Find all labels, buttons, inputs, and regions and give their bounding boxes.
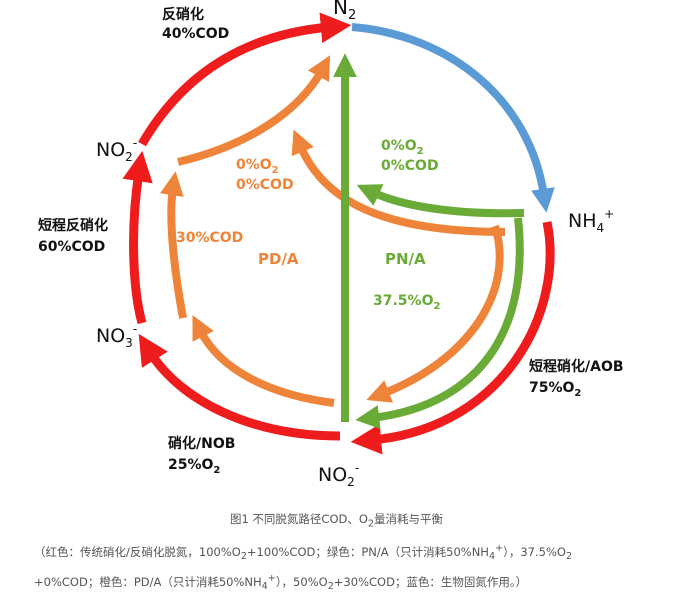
node-nh4: NH4+ <box>568 207 614 235</box>
label-green-o2: 0%O2 <box>381 138 424 157</box>
red-arc-no2-to-n2 <box>138 12 352 147</box>
label-denitrification-cod: 40%COD <box>162 26 229 42</box>
blue-arc-n2-to-nh4 <box>351 23 555 213</box>
label-pda: PD/A <box>258 250 299 268</box>
label-orange-cod: 0%COD <box>236 177 294 193</box>
label-orange-cod30: 30%COD <box>176 230 243 246</box>
label-green-cod: 0%COD <box>381 158 439 174</box>
node-no2-left: NO2- <box>96 136 137 164</box>
node-no2-bottom: NO2- <box>318 461 359 489</box>
node-no3: NO3- <box>96 322 137 350</box>
orange-path-no2-to-no3 <box>192 314 335 407</box>
orange-path-anammox <box>291 129 506 236</box>
label-short-nitrification-o2: 75%O2 <box>529 380 581 399</box>
red-arc-no2-to-no3 <box>138 333 341 441</box>
nitrogen-cycle-diagram: N2 NH4+ NO2- NO3- NO2- 反硝化 40%COD 短程反硝化 … <box>38 0 624 489</box>
label-pna-o2: 37.5%O2 <box>373 293 440 312</box>
red-arc-no3-to-no2 <box>122 150 153 325</box>
node-n2: N2 <box>333 0 356 23</box>
label-orange-o2: 0%O2 <box>236 157 279 176</box>
label-nitrification-o2: 25%O2 <box>168 457 220 476</box>
green-path-nh4-to-center <box>356 184 525 218</box>
figure-caption-line-2: （红色：传统硝化/反硝化脱氮，100%O2+100%COD；绿色：PN/A（只计… <box>34 543 573 563</box>
figure-caption-title: 图1 不同脱氮路径COD、O2量消耗与平衡 <box>229 512 444 530</box>
label-denitrification: 反硝化 <box>162 6 204 23</box>
label-nitrification-nob: 硝化/NOB <box>168 435 235 452</box>
label-short-denitrification: 短程反硝化 <box>38 217 108 234</box>
green-path-nh4-to-no2 <box>355 217 524 430</box>
label-short-denitrification-cod: 60%COD <box>38 239 105 255</box>
red-arc-nh4-to-no2 <box>350 221 555 455</box>
orange-path-no3-to-no2 <box>160 171 187 319</box>
label-pna: PN/A <box>385 250 426 268</box>
figure-caption-line-3: +0%COD；橙色：PD/A（只计消耗50%NH4+），50%O2+30%COD… <box>34 573 528 593</box>
orange-path-nh4-to-no2 <box>366 224 504 403</box>
orange-path-no2-to-n2 <box>177 55 331 166</box>
label-short-nitrification-aob: 短程硝化/AOB <box>529 358 624 375</box>
